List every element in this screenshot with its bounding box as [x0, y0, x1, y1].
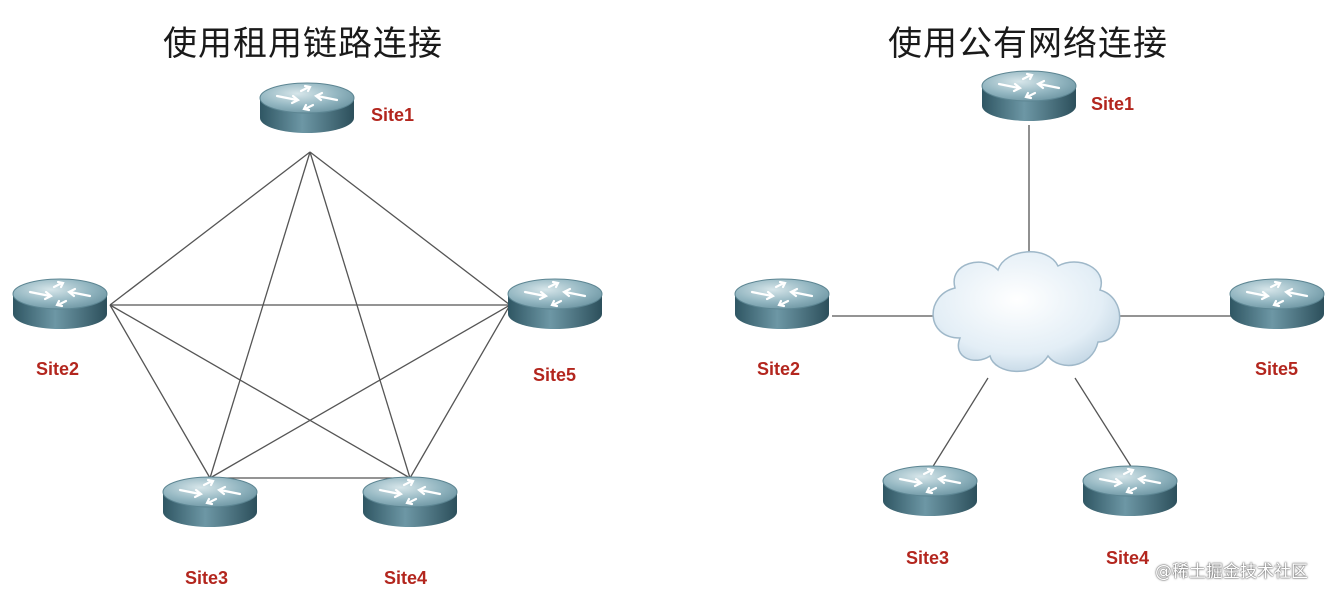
link-site1-site5: [309, 151, 511, 306]
site5-label: Site5: [533, 365, 576, 385]
link-site2-site3: [109, 304, 211, 479]
site5-label: Site5: [1255, 359, 1298, 379]
link-site2-site4: [109, 304, 411, 479]
site3-label: Site3: [906, 548, 949, 568]
leased-line-title: 使用租用链路连接: [163, 24, 443, 64]
link-site1-site3: [209, 151, 311, 479]
router-icon: [161, 475, 259, 529]
watermark: @稀土掘金技术社区: [1155, 562, 1308, 582]
public-network-title: 使用公有网络连接: [888, 24, 1168, 64]
router-icon: [980, 69, 1078, 123]
router-icon: [258, 81, 356, 135]
router-icon: [881, 464, 979, 518]
leased-links: [109, 151, 511, 479]
link-site4-cloud: [1074, 377, 1133, 469]
router-icon: [11, 277, 109, 331]
site3-label: Site3: [185, 568, 228, 588]
link-site4-site5: [409, 304, 511, 479]
router-icon: [506, 277, 604, 331]
cloud-icon: [932, 251, 1121, 373]
site2-label: Site2: [757, 359, 800, 379]
site1-label: Site1: [1091, 94, 1134, 114]
router-icon: [733, 277, 831, 331]
public-links: [832, 125, 1232, 469]
site4-label: Site4: [1106, 548, 1149, 568]
site2-label: Site2: [36, 359, 79, 379]
router-icon: [1228, 277, 1326, 331]
link-site1-site2: [109, 151, 311, 306]
site1-label: Site1: [371, 105, 414, 125]
router-icon: [361, 475, 459, 529]
router-icon: [1081, 464, 1179, 518]
link-site3-cloud: [931, 377, 989, 469]
link-site1-site4: [309, 151, 411, 479]
link-site3-site5: [209, 304, 511, 479]
site4-label: Site4: [384, 568, 427, 588]
